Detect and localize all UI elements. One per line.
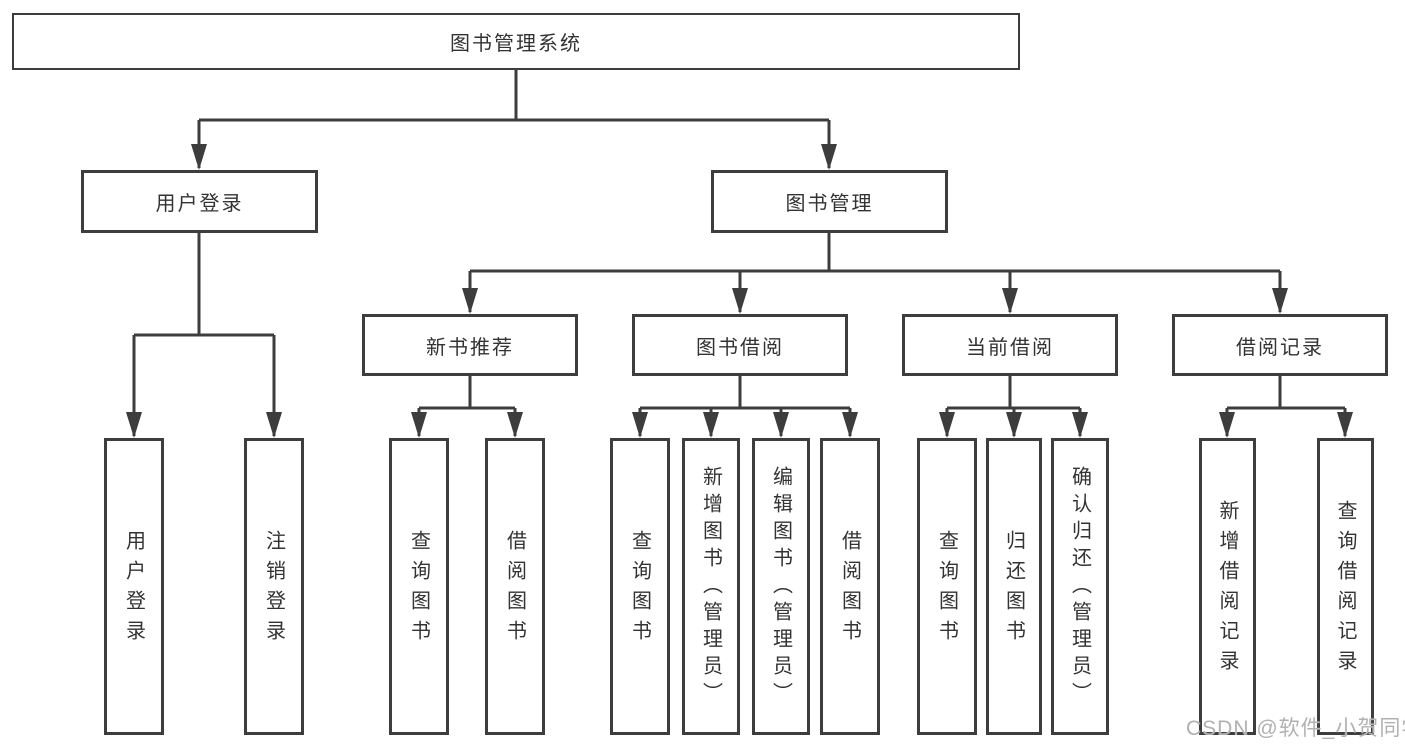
arrowhead-icon	[842, 412, 858, 438]
node-root: 图书管理系统	[12, 13, 1020, 70]
leaf-query-books-recommend: 查询图书	[389, 438, 449, 735]
leaf-query-books-borrowing: 查询图书	[610, 438, 670, 735]
arrowhead-icon	[703, 412, 719, 438]
arrowhead-icon	[1337, 412, 1353, 438]
watermark: CSDN @软件_小贺同学	[1186, 717, 1405, 740]
node-borrow-records: 借阅记录	[1172, 314, 1388, 376]
node-book-borrowing: 图书借阅	[632, 314, 848, 376]
arrowhead-icon	[1272, 288, 1288, 314]
leaf-edit-books-admin: 编辑图书（管理员）	[752, 438, 810, 735]
node-current-borrowing: 当前借阅	[902, 314, 1118, 376]
leaf-borrow-books: 借阅图书	[820, 438, 880, 735]
arrowhead-icon	[462, 288, 478, 314]
arrowhead-icon	[821, 144, 837, 170]
node-user-login: 用户登录	[81, 170, 318, 233]
leaf-borrow-books-recommend: 借阅图书	[485, 438, 545, 735]
arrowhead-icon	[1006, 412, 1022, 438]
arrowhead-icon	[507, 412, 523, 438]
arrowhead-icon	[126, 412, 142, 438]
node-book-management: 图书管理	[711, 170, 948, 233]
leaf-query-books-current: 查询图书	[917, 438, 977, 735]
leaf-return-books: 归还图书	[986, 438, 1042, 735]
leaf-query-borrow-record: 查询借阅记录	[1317, 438, 1374, 735]
leaf-confirm-return-admin: 确认归还（管理员）	[1051, 438, 1109, 735]
connector-path	[132, 70, 1347, 436]
leaf-add-borrow-record: 新增借阅记录	[1199, 438, 1256, 735]
arrowheads	[126, 144, 1353, 438]
arrowhead-icon	[732, 288, 748, 314]
arrowhead-icon	[1219, 412, 1235, 438]
arrowhead-icon	[632, 412, 648, 438]
arrowhead-icon	[1072, 412, 1088, 438]
arrowhead-icon	[1002, 288, 1018, 314]
node-new-book-recommend: 新书推荐	[362, 314, 578, 376]
arrowhead-icon	[411, 412, 427, 438]
arrowhead-icon	[773, 412, 789, 438]
arrowhead-icon	[191, 144, 207, 170]
leaf-logout: 注销登录	[244, 438, 304, 735]
arrowhead-icon	[266, 412, 282, 438]
leaf-user-login: 用户登录	[104, 438, 164, 735]
leaf-add-books-admin: 新增图书（管理员）	[682, 438, 740, 735]
arrowhead-icon	[939, 412, 955, 438]
